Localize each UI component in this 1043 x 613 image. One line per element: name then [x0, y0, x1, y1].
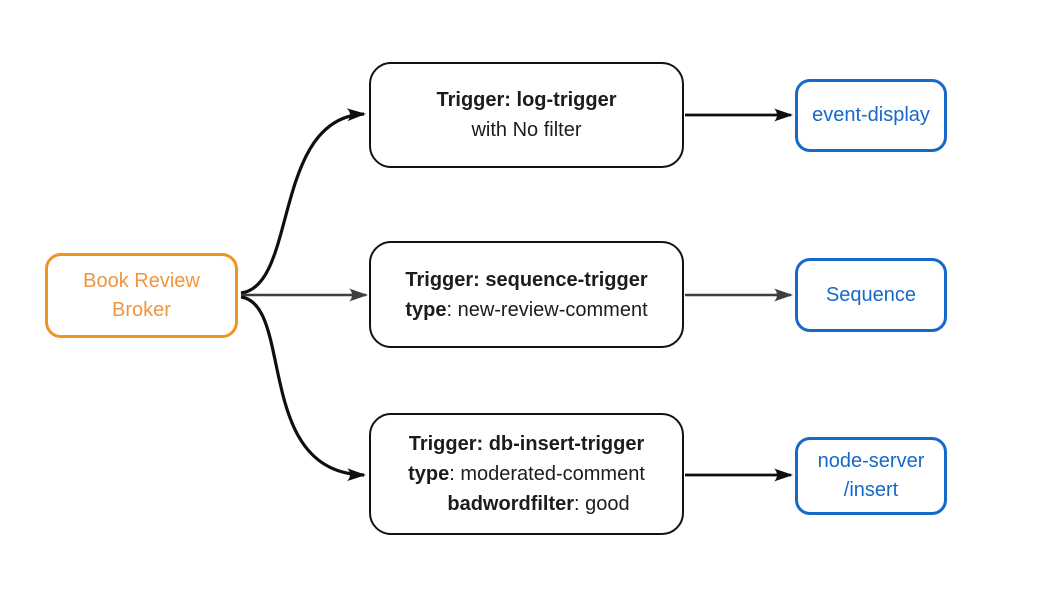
broker-node: Book Review Broker [45, 253, 238, 338]
sink-label-line-1: node-server [817, 450, 925, 472]
trigger-title: Trigger: log-trigger [436, 89, 617, 111]
sink-label: Sequence [825, 283, 917, 306]
trigger-attribute-line: type: new-review-comment [405, 295, 647, 325]
attribute-key: type [405, 298, 447, 321]
attribute-value: : moderated-comment [449, 463, 645, 485]
trigger-node-sequence-trigger: Trigger: sequence-trigger type: new-revi… [369, 241, 684, 348]
sink-node-sequence: Sequence [795, 258, 947, 332]
trigger-node-db-insert-trigger: Trigger: db-insert-trigger type: moderat… [369, 413, 684, 535]
trigger-attribute-line: type: moderated-comment [408, 459, 645, 489]
broker-label-line-2: Broker [112, 298, 171, 321]
trigger-title: Trigger: db-insert-trigger [408, 433, 645, 455]
attribute-key: type [408, 463, 450, 485]
trigger-node-log-trigger: Trigger: log-trigger with No filter [369, 62, 684, 168]
trigger-filter-note: with No filter [471, 119, 582, 141]
broker-label-line-1: Book Review [83, 269, 200, 292]
sink-node-event-display: event-display [795, 79, 947, 152]
sink-label-line-2: /insert [843, 479, 899, 501]
edge-broker-to-log-trigger [240, 108, 366, 295]
trigger-title: Trigger: sequence-trigger [405, 268, 648, 291]
sink-label: event-display [812, 104, 930, 126]
edge-broker-to-db-insert-trigger [240, 295, 366, 482]
attribute-value: : good [574, 493, 630, 515]
attribute-key: badwordfilter [447, 493, 575, 515]
attribute-value: : new-review-comment [446, 298, 648, 321]
trigger-attribute-line: badwordfilter: good [447, 489, 629, 519]
sink-node-node-server-insert: node-server /insert [795, 437, 947, 515]
